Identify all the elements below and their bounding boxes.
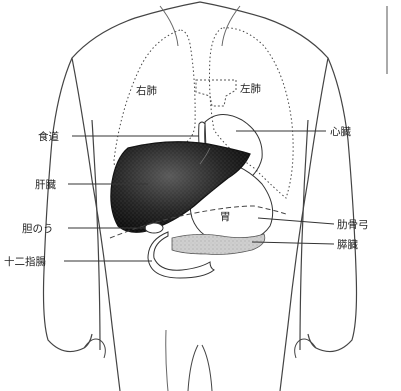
right-hand (295, 339, 316, 358)
label-stomach: 胃 (220, 211, 231, 223)
leg-split-left (188, 345, 198, 391)
leg-inner-left (166, 330, 168, 391)
neck-line-left (160, 6, 178, 46)
right-arm-outer (308, 58, 357, 352)
left-hand (84, 339, 105, 358)
leg-split-right (202, 345, 212, 391)
label-duodenum: 十二指腸 (4, 255, 46, 268)
left-arm-outer (44, 58, 93, 352)
label-gallbladder: 胆のう (22, 223, 54, 235)
left-arm-inner (92, 120, 100, 350)
trachea (196, 80, 236, 106)
pancreas-leader (252, 242, 334, 244)
label-right-lung: 右肺 (136, 84, 157, 97)
pancreas-texture (172, 234, 265, 255)
neck-line-right (222, 6, 240, 46)
right-arm-inner (300, 120, 308, 350)
label-heart: 心臓 (330, 126, 351, 138)
label-esophagus: 食道 (38, 130, 59, 143)
label-liver: 肝臓 (35, 179, 56, 191)
label-left-lung: 左肺 (240, 82, 261, 95)
label-costal-arch: 肋骨弓 (337, 218, 369, 231)
label-pancreas: 膵臓 (337, 239, 358, 251)
